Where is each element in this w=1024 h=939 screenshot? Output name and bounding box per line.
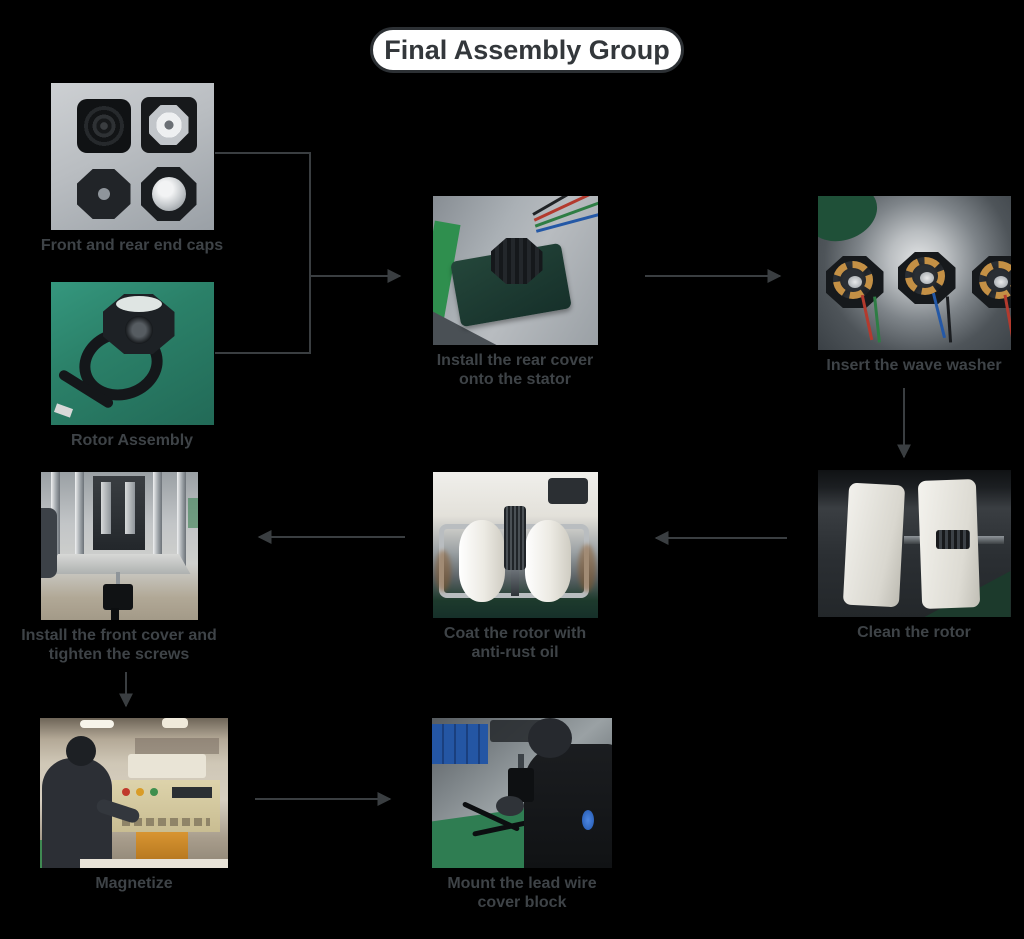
page-title: Final Assembly Group [370,27,684,73]
stator-with-windings [897,252,956,304]
install-front-cover-label: Install the front cover and tighten the … [21,627,217,663]
gloved-hand [496,796,524,816]
foam-block [842,482,905,608]
flow-node-front-rear-end-caps: Front and rear end caps [37,83,227,256]
insert-wave-washer-label: Insert the wave washer [826,357,1002,374]
magnetizing-machine [112,780,220,832]
install-rear-cover-label: Install the rear cover onto the stator [436,352,594,388]
coat-rotor-photo [432,472,598,618]
white-roller [524,520,571,602]
stator-on-pad [490,238,543,284]
flow-node-clean-rotor: Clean the rotor [814,470,1014,643]
stator-unit [102,294,175,354]
mount-lead-wire-label: Mount the lead wire cover block [447,875,597,911]
flat-black-cap [76,169,131,219]
front-rear-end-caps-photo [50,83,214,230]
clean-rotor-photo [817,470,1011,617]
motor-under-press [102,584,133,610]
insert-wave-washer-photo [817,196,1011,350]
flow-node-install-front-cover: Install the front cover and tighten the … [14,472,224,665]
clean-rotor-label: Clean the rotor [857,624,971,641]
flow-node-install-rear-cover: Install the rear cover onto the stator [425,196,605,390]
flow-node-magnetize: Magnetize [39,718,229,894]
cap-with-bearing [140,167,197,221]
flow-node-rotor-assembly: Rotor Assembly [37,282,227,451]
flow-node-insert-wave-washer: Insert the wave washer [814,196,1014,376]
white-roller [458,520,505,602]
sleeve-logo [582,810,594,830]
front-rear-end-caps-label: Front and rear end caps [40,237,224,254]
rotor-assembly-label: Rotor Assembly [70,432,194,449]
rotor-knurled-section [935,530,970,549]
magnetize-label: Magnetize [95,875,173,892]
flow-node-coat-rotor: Coat the rotor with anti-rust oil [425,472,605,663]
screw-driver-head [92,476,145,550]
flow-node-mount-lead-wire: Mount the lead wire cover block [432,718,612,913]
connector-merge-endcaps-rotor [215,152,311,354]
coat-rotor-label: Coat the rotor with anti-rust oil [443,625,587,661]
install-front-cover-photo [40,472,198,620]
rotor-between-rollers [503,506,526,570]
magnetize-photo [40,718,228,868]
mount-lead-wire-photo [432,718,612,868]
rotor-assembly-photo [50,282,214,425]
install-rear-cover-photo [432,196,598,345]
rear-cap-ringed [76,99,131,153]
front-cap-silver-center [140,97,197,153]
worker [42,758,112,868]
blue-crate [432,724,488,764]
stator-with-windings [971,256,1011,308]
cable-connector [53,403,73,418]
worker [524,744,612,868]
